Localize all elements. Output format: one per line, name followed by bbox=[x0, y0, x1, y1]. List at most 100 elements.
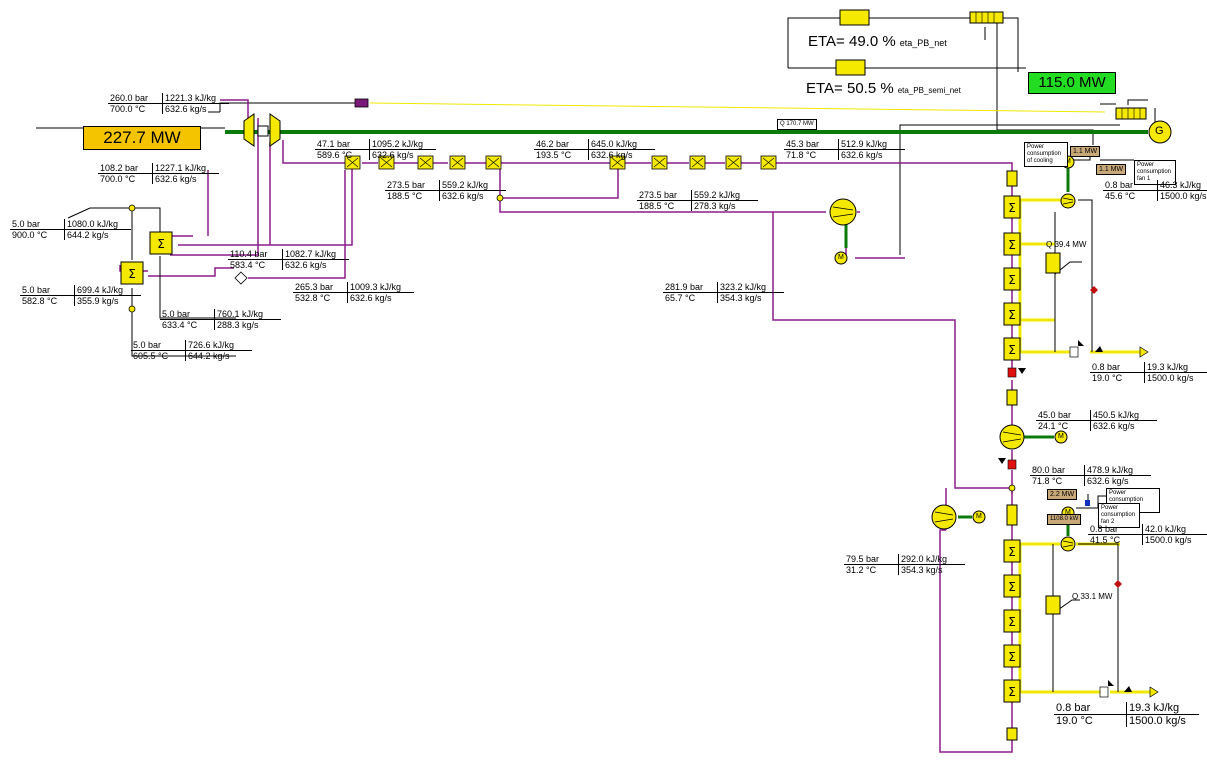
exchanger-symbols bbox=[346, 157, 775, 168]
cooler-units bbox=[1003, 170, 1061, 741]
temperature: 605.5 °C bbox=[133, 351, 169, 361]
pressure: 79.5 bar bbox=[846, 554, 880, 564]
heat-sink-bottom-label: Q 33.1 MW bbox=[1072, 592, 1113, 601]
mass-flow: 644.2 kg/s bbox=[64, 230, 131, 240]
mass-flow: 632.6 kg/s bbox=[439, 191, 506, 201]
pump-power-bottom: 2.2 MW bbox=[1047, 489, 1078, 500]
sigma-glyphs: Σ Σ Σ Σ Σ Σ Σ Σ Σ Σ Σ Σ bbox=[128, 201, 1016, 699]
eta-semi-value: ETA= 50.5 % bbox=[806, 80, 894, 97]
water-signal-line bbox=[369, 102, 1106, 113]
mass-flow: 632.6 kg/s bbox=[369, 150, 436, 160]
state-comp1-out: 80.0 bar 478.9 kJ/kg 71.8 °C 632.6 kg/s bbox=[1030, 465, 1151, 486]
temperature: 633.4 °C bbox=[162, 320, 198, 330]
state-lp-out: 47.1 bar 1095.2 kJ/kg 589.6 °C 632.6 kg/s bbox=[315, 139, 436, 160]
pressure: 46.2 bar bbox=[536, 139, 570, 149]
pressure: 0.8 bar bbox=[1105, 180, 1134, 190]
pressure: 265.3 bar bbox=[295, 282, 334, 292]
pressure: 5.0 bar bbox=[12, 219, 41, 229]
compressor-marks bbox=[832, 197, 1074, 548]
eta-net-name: eta_PB_net bbox=[899, 38, 947, 48]
temperature: 31.2 °C bbox=[846, 565, 877, 575]
mass-flow: 632.6 kg/s bbox=[152, 174, 219, 184]
eta-net-value: ETA= 49.0 % bbox=[808, 33, 896, 50]
generator bbox=[1148, 120, 1172, 144]
enthalpy: 559.2 kJ/kg bbox=[691, 190, 758, 200]
temperature: 65.7 °C bbox=[665, 293, 696, 303]
temperature: 71.8 °C bbox=[1032, 476, 1063, 486]
enthalpy: 1095.2 kJ/kg bbox=[369, 139, 436, 149]
temperature: 700.0 °C bbox=[100, 174, 136, 184]
mass-flow: 644.2 kg/s bbox=[185, 351, 252, 361]
motor-label: M bbox=[838, 254, 844, 261]
mass-flow: 632.6 kg/s bbox=[838, 150, 905, 160]
svg-text:Σ: Σ bbox=[1008, 545, 1016, 559]
temperature: 582.8 °C bbox=[22, 296, 58, 306]
motors bbox=[834, 155, 1075, 524]
temperature: 900.0 °C bbox=[12, 230, 48, 240]
temperature: 589.6 °C bbox=[317, 150, 353, 160]
mass-flow: 632.6 kg/s bbox=[1084, 476, 1151, 486]
note-fan-1: Power consumption fan 1 bbox=[1134, 160, 1176, 185]
motor-label: M bbox=[1065, 509, 1071, 516]
mass-flow: 632.6 kg/s bbox=[347, 293, 414, 303]
mass-flow: 632.6 kg/s bbox=[162, 104, 229, 114]
pressure: 108.2 bar bbox=[100, 163, 139, 173]
enthalpy: 42.0 kJ/kg bbox=[1142, 524, 1207, 534]
pressure: 110.4 bar bbox=[230, 249, 268, 259]
svg-text:Σ: Σ bbox=[1008, 685, 1016, 699]
enthalpy: 478.9 kJ/kg bbox=[1084, 465, 1151, 475]
enthalpy: 1009.3 kJ/kg bbox=[347, 282, 414, 292]
svg-text:Σ: Σ bbox=[1008, 650, 1016, 664]
motor-label: M bbox=[1058, 433, 1064, 440]
shaft-heat-label: Q 170.7 MW bbox=[777, 119, 817, 130]
mass-flow: 355.9 kg/s bbox=[74, 296, 141, 306]
cooling-water-piping bbox=[1018, 198, 1150, 694]
pressure: 5.0 bar bbox=[162, 309, 191, 319]
pressure: 5.0 bar bbox=[133, 340, 162, 350]
mass-flow: 278.3 kg/s bbox=[691, 201, 758, 211]
pump-power-top2: 1.1 MW bbox=[1096, 164, 1127, 175]
enthalpy: 46.3 kJ/kg bbox=[1157, 180, 1207, 190]
enthalpy: 19.3 kJ/kg bbox=[1144, 362, 1207, 372]
pressure: 47.1 bar bbox=[317, 139, 351, 149]
eta-blocks bbox=[835, 9, 1147, 120]
eta-semi-label: ETA= 50.5 %eta_PB_semi_net bbox=[806, 80, 961, 97]
enthalpy: 760.1 kJ/kg bbox=[214, 309, 281, 319]
note-fan-2: Power consumption fan 2 bbox=[1098, 503, 1140, 528]
temperature: 19.0 °C bbox=[1092, 373, 1123, 383]
eta-semi-name: eta_PB_semi_net bbox=[897, 86, 961, 95]
pressure: 80.0 bar bbox=[1032, 465, 1066, 475]
pump-power-bottom2: 1108.0 kW bbox=[1047, 514, 1082, 525]
svg-text:Σ: Σ bbox=[1008, 308, 1016, 322]
temperature: 24.1 °C bbox=[1038, 421, 1069, 431]
mass-flow: 1500.0 kg/s bbox=[1142, 535, 1207, 545]
compressors bbox=[829, 193, 1076, 552]
temperature: 188.5 °C bbox=[387, 191, 423, 201]
mass-flow: 1500.0 kg/s bbox=[1157, 191, 1207, 201]
mass-flow: 632.6 kg/s bbox=[588, 150, 655, 160]
svg-text:Σ: Σ bbox=[128, 267, 136, 281]
mass-flow: 354.3 kg/s bbox=[898, 565, 965, 575]
co2-piping bbox=[119, 99, 1013, 753]
svg-text:Σ: Σ bbox=[1008, 238, 1016, 252]
pressure: 260.0 bar bbox=[110, 93, 149, 103]
turbine-power-box: 227.7 MW bbox=[83, 126, 201, 150]
enthalpy: 450.5 kJ/kg bbox=[1090, 410, 1157, 420]
pump-power-top: 1.1 MW bbox=[1070, 146, 1101, 157]
